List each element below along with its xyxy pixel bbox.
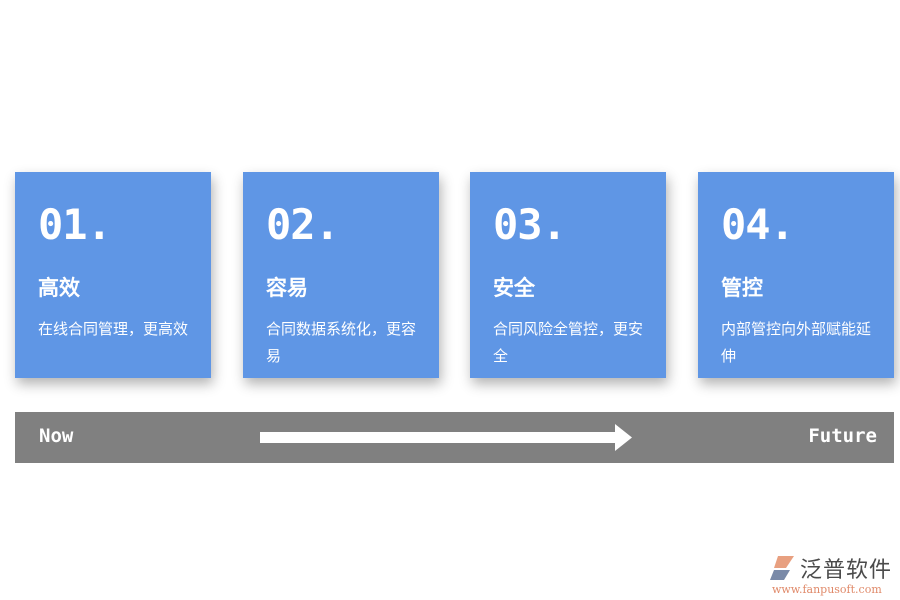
- card-title: 高效: [38, 276, 80, 300]
- logo: 泛普软件 www.fanpusoft.com: [770, 552, 895, 597]
- card-01: 01. 高效 在线合同管理，更高效: [15, 172, 211, 378]
- card-number: 04.: [721, 200, 795, 249]
- card-title: 管控: [721, 276, 763, 300]
- timeline-bar: Now Future: [15, 412, 894, 463]
- logo-icon: [770, 556, 794, 580]
- timeline-end-label: Future: [808, 425, 877, 447]
- card-desc: 在线合同管理，更高效: [38, 320, 189, 338]
- card-number: 01.: [38, 200, 112, 249]
- timeline-start-label: Now: [39, 425, 74, 447]
- card-number: 03.: [493, 200, 567, 249]
- logo-name: 泛普软件: [800, 558, 893, 583]
- card-desc: 合同风险全管控，更安全: [493, 320, 644, 365]
- card-04: 04. 管控 内部管控向外部赋能延伸: [698, 172, 894, 378]
- arrow-right-icon: [260, 424, 632, 451]
- card-title: 容易: [266, 276, 308, 300]
- card-02: 02. 容易 合同数据系统化，更容易: [243, 172, 439, 378]
- card-03: 03. 安全 合同风险全管控，更安全: [470, 172, 666, 378]
- logo-url: www.fanpusoft.com: [772, 583, 882, 596]
- card-title: 安全: [493, 276, 535, 300]
- card-desc: 内部管控向外部赋能延伸: [721, 320, 872, 365]
- card-number: 02.: [266, 200, 340, 249]
- card-desc: 合同数据系统化，更容易: [266, 320, 417, 365]
